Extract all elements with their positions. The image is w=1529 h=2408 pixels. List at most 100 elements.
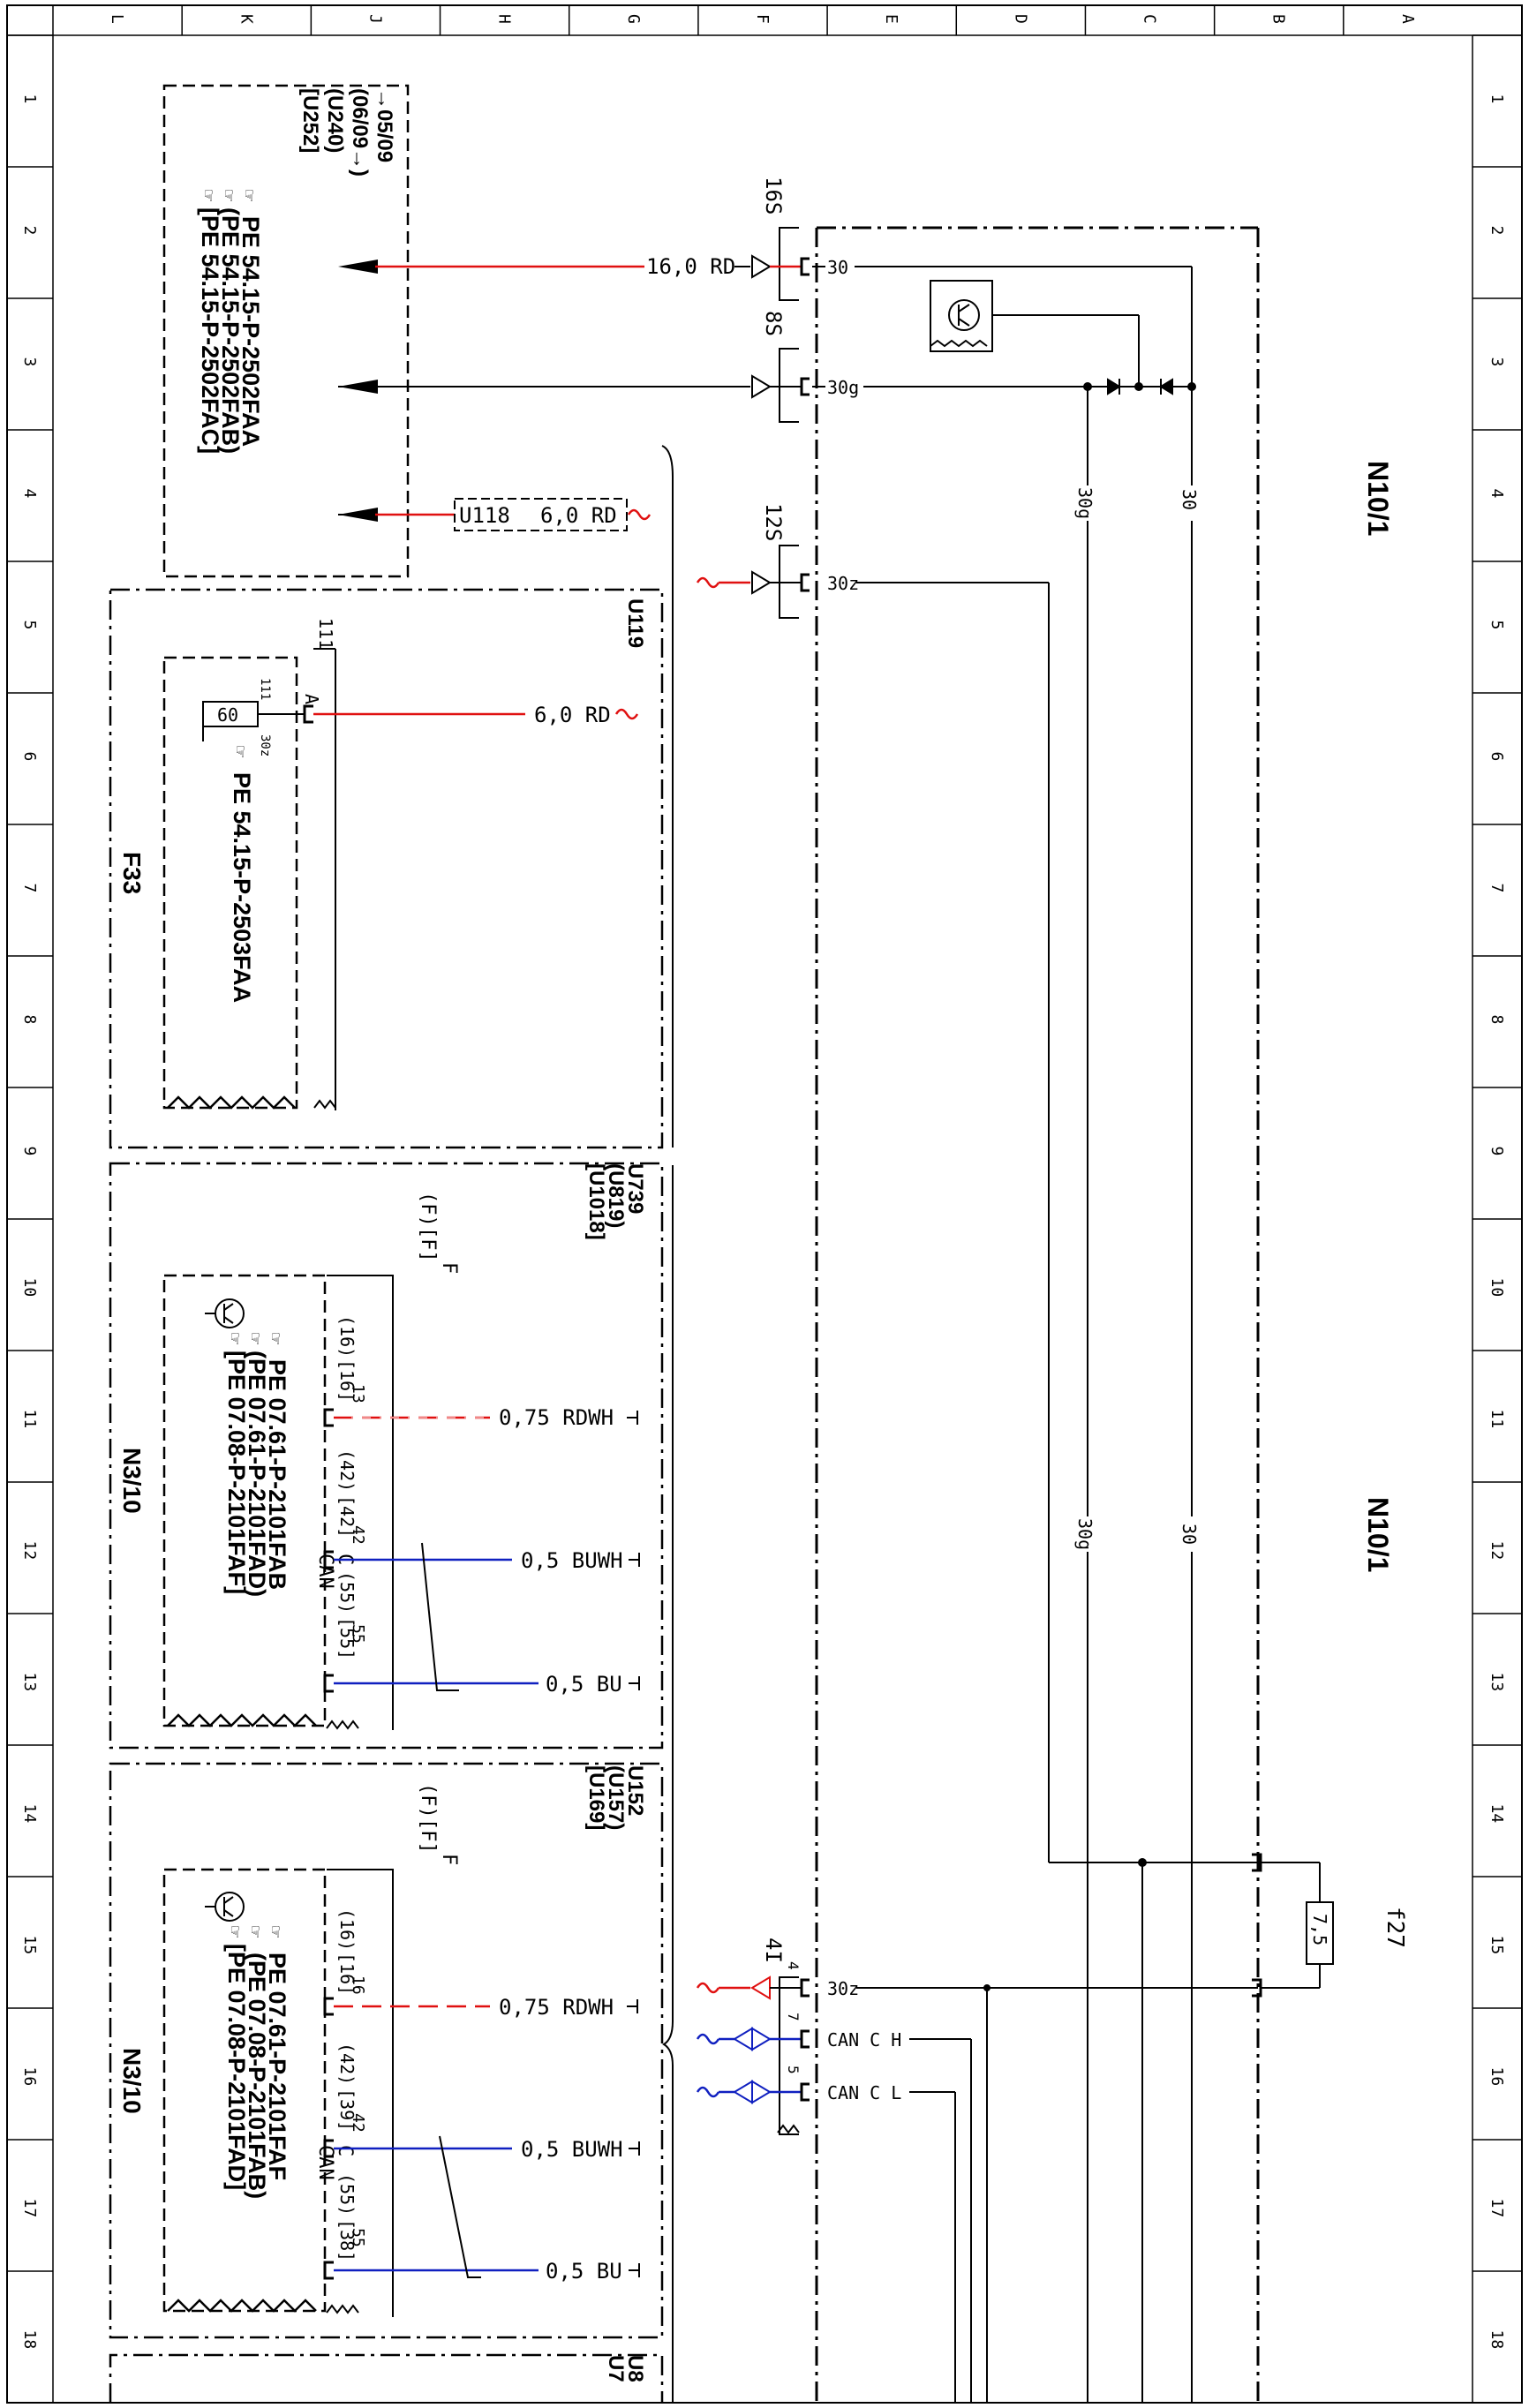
grid-row-label: 4 — [20, 489, 39, 499]
wire-6-0-rd-f33 — [303, 704, 639, 724]
n3a-pin-42: 42 — [349, 1525, 367, 1545]
n3b-wire-bu — [323, 2261, 640, 2280]
n3a-pin-16-paren: (16) — [336, 1315, 358, 1358]
grid-row-label: 6 — [1488, 752, 1506, 762]
code-u1018: [U1018] — [584, 1163, 608, 1240]
transistor-icon — [930, 280, 1140, 387]
note-top-ref2: (PE 54.15-P-2502FAB) — [217, 207, 244, 454]
code-u169: [U169] — [584, 1765, 608, 1830]
hand-icon: ☞ — [223, 1926, 245, 1938]
wire-30z-12s — [696, 570, 1049, 595]
connector-arrow-icon — [751, 254, 772, 279]
pin-30g-label: 30g — [827, 377, 859, 398]
note-top-line4: [U252] — [298, 88, 322, 153]
connector-arrow-icon — [751, 570, 772, 595]
n3b-pin-f: F — [438, 1854, 460, 1865]
grid-row-label: 7 — [1488, 884, 1506, 893]
pin-30z-label: 30z — [827, 573, 859, 594]
n3a-pin-55: 55 — [349, 1624, 367, 1644]
pin-30z-label-b: 30z — [827, 1978, 859, 1999]
grid-column-label: F — [753, 14, 772, 24]
n3b-pin-38-bracket: [38] — [336, 2219, 358, 2261]
n3b-wire-label-buwh: 0,5 BUWH — [521, 2137, 623, 2162]
n3b-ref3: [PE 07.08-P-2101FAD] — [223, 1944, 250, 2190]
grid-row-label: 13 — [20, 1673, 39, 1692]
fuse-f27-value: 7,5 — [1309, 1914, 1330, 1945]
grid-row-label: 3 — [20, 357, 39, 367]
code-u739: U739 — [623, 1163, 647, 1214]
n3b-transistor-icon — [205, 1892, 245, 1922]
hand-icon: ☞ — [237, 190, 260, 201]
grid-row-label: 16 — [20, 2067, 39, 2087]
grid-row-label: 5 — [1488, 621, 1506, 630]
code-u118: U118 — [459, 503, 510, 528]
n3a-pin-42-bracket: [42] — [336, 1495, 358, 1538]
n3b-pin-16-bracket: [16] — [336, 1953, 358, 1995]
grid-column-label: G — [624, 14, 643, 24]
bus-30-label: 30 — [1179, 489, 1200, 510]
grid-row-label: 9 — [1488, 1147, 1506, 1156]
n3b-wire-buwh — [323, 2139, 640, 2158]
grid-row-label: 1 — [20, 94, 39, 104]
pin-4-label: 4 — [785, 1961, 802, 1970]
connector-block — [779, 227, 799, 619]
n3b-pin-39-bracket: [39] — [336, 2088, 358, 2131]
code-u819: (U819) — [604, 1163, 628, 1228]
n3b-wire-label-bu: 0,5 BU — [546, 2259, 622, 2284]
grid-row-label: 4 — [1488, 489, 1506, 499]
n3a-pin-f: F — [438, 1262, 460, 1274]
bus-30g-label: 30g — [1074, 487, 1096, 519]
wire-label-6-0-rd-a: 6,0 RD — [540, 503, 617, 528]
grid-row-label: 16 — [1488, 2067, 1506, 2087]
f33-ref: PE 54.15-P-2503FAA — [229, 772, 255, 1003]
n3b-wire-label-rdwh: 0,75 RDWH — [499, 1995, 614, 2020]
module-n10-1-label-mid: N10/1 — [1362, 1497, 1394, 1572]
connector-arrow-icon — [751, 2027, 772, 2051]
n3b-pin-paren-f: (F) — [417, 1783, 439, 1818]
n3a-ref1: PE 07.61-P-2101FAB — [264, 1359, 290, 1590]
connector-arrow-icon — [733, 2027, 753, 2051]
grid-row-label: 2 — [1488, 226, 1506, 236]
n3b-connector — [326, 1869, 394, 2317]
component-n3-10-a: N3/10 — [118, 1448, 146, 1514]
grid-row-label: 14 — [20, 1804, 39, 1824]
hand-icon: ☞ — [264, 1926, 286, 1938]
grid-column-label: K — [237, 14, 255, 24]
grid-row-label: 15 — [20, 1936, 39, 1955]
f33-inner-box — [162, 656, 298, 1110]
grid-row-label: 17 — [20, 2199, 39, 2218]
n3a-pin-16-bracket: [16] — [336, 1359, 358, 1402]
fuse-f27-symbol — [1049, 1853, 1334, 1998]
code-u8: U8 — [623, 2355, 647, 2382]
bracket-divider — [661, 445, 674, 1148]
n3b-pin-42: 42 — [349, 2113, 367, 2133]
wire-can-c-l — [696, 2080, 956, 2403]
module-n10-1-boundary — [815, 226, 1260, 2403]
n3a-twisted-pair-icon — [421, 1542, 459, 1691]
note-top-line1: →05/09 — [373, 88, 396, 162]
n3a-wire-label-bu: 0,5 BU — [546, 1672, 622, 1697]
connector-12s-label: 12S — [761, 503, 786, 541]
grid-row-label: 6 — [20, 752, 39, 762]
grid-row-label: 2 — [20, 226, 39, 236]
wire-16-0-rd — [338, 254, 1193, 387]
grid-column-label: E — [882, 14, 900, 24]
n3a-ref2: (PE 07.61-P-2101FAD) — [244, 1351, 270, 1597]
connector-arrow-icon — [751, 2080, 772, 2104]
hand-icon: ☞ — [264, 1333, 286, 1344]
hand-icon: ☞ — [244, 1926, 266, 1938]
grid-column-label: C — [1141, 14, 1159, 24]
grid-row-label: 18 — [20, 2330, 39, 2350]
grid-row-label: 12 — [1488, 1541, 1506, 1561]
connector-16s-label: 16S — [761, 177, 786, 214]
n3a-pin-42-paren: (42) — [336, 1449, 358, 1492]
pin-7-label: 7 — [785, 2013, 802, 2021]
grid-row-label: 7 — [20, 884, 39, 893]
note-top-line2: (06/09→) — [348, 88, 372, 177]
pin-5-label: 5 — [785, 2066, 802, 2074]
grid-row-label: 18 — [1488, 2330, 1506, 2350]
note-block-top: →05/09 (06/09→) (U240) [U252] ☞ PE 54.15… — [162, 84, 410, 578]
n3b-twisted-pair-icon — [439, 2135, 481, 2278]
